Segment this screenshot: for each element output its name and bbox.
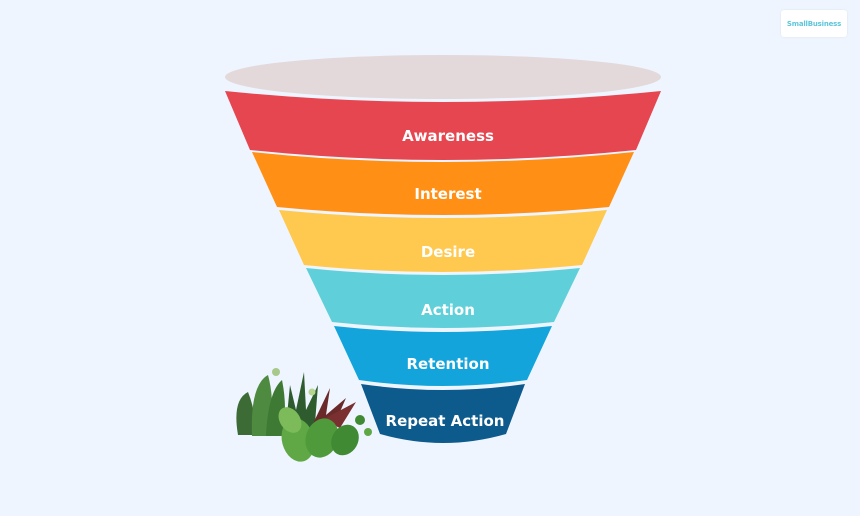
funnel-stage-label-desire: Desire	[421, 243, 475, 261]
plant-icon	[236, 368, 372, 462]
funnel-stage-action	[306, 268, 580, 328]
funnel-stage-label-repeat-action: Repeat Action	[386, 412, 505, 430]
funnel-stage-retention	[334, 326, 552, 386]
funnel-stage-label-interest: Interest	[414, 185, 481, 203]
funnel-stage-awareness	[225, 91, 661, 160]
funnel-stage-label-retention: Retention	[406, 355, 489, 373]
funnel-stage-label-awareness: Awareness	[402, 127, 494, 145]
funnel-stage-repeat-action	[361, 384, 525, 443]
brand-logo: SmallBusiness	[781, 10, 847, 37]
funnel-rim	[225, 55, 661, 99]
funnel-stage-desire	[279, 210, 607, 272]
brand-logo-text: SmallBusiness	[786, 19, 842, 28]
funnel-stage-interest	[252, 152, 634, 215]
funnel-stage-label-action: Action	[421, 301, 475, 319]
